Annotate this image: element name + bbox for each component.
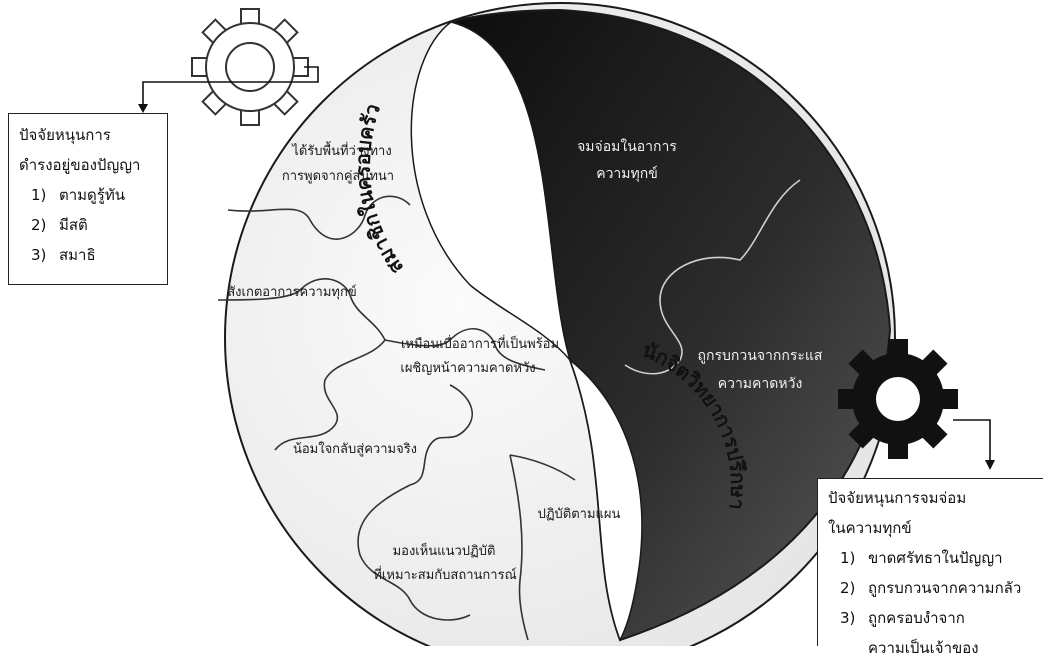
list-item: 1) ขาดศรัทธาในปัญญา — [840, 543, 1043, 573]
item-text: ขาดศรัทธาในปัญญา — [868, 549, 1003, 567]
item-text: ถูกครอบงำจาก — [868, 609, 965, 627]
item-number: 2) — [31, 216, 47, 234]
item-text: สมาธิ — [59, 246, 96, 264]
list-item: 3) สมาธิ — [31, 240, 167, 270]
list-item: 2) ถูกรบกวนจากความกลัว — [840, 573, 1043, 603]
list-item: 3) ถูกครอบงำจาก — [840, 603, 1043, 633]
left-box-title-line1: ปัจจัยหนุนการ — [19, 126, 111, 144]
dark-ribbon — [568, 357, 643, 642]
right-connector — [953, 419, 991, 462]
piece-label-1b: การพูดจากคู่สนทนา — [282, 169, 394, 184]
left-arrowhead — [138, 104, 148, 113]
piece-label-7a: จมจ่อมในอาการ — [577, 138, 677, 155]
right-factors-box: ปัจจัยหนุนการจมจ่อม ในความทุกข์ 1) ขาดศรั… — [817, 478, 1043, 657]
item-number: 3) — [840, 609, 856, 627]
item-number: 1) — [840, 549, 856, 567]
gear-icon-outline — [191, 8, 309, 126]
item-text: ถูกรบกวนจากความกลัว — [868, 579, 1022, 597]
piece-label-2: สังเกตอาการความทุกข์ — [227, 284, 357, 300]
list-item-continuation: ความเป็นเจ้าของ — [840, 633, 1043, 663]
dark-puzzle-seam — [624, 179, 801, 375]
piece-label-1a: ได้รับพื้นที่ว่างทาง — [291, 141, 391, 159]
gear-icon-filled — [838, 339, 958, 459]
light-ribbon — [410, 21, 571, 361]
right-factors-list: 1) ขาดศรัทธาในปัญญา 2) ถูกรบกวนจากความกลัว… — [818, 543, 1043, 663]
list-item: 1) ตามดูรู้ทัน — [31, 180, 167, 210]
left-factors-box: ปัจจัยหนุนการ ดำรงอยู่ของปัญญา 1) ตามดูรู… — [8, 113, 168, 285]
right-box-title-line1: ปัจจัยหนุนการจมจ่อม — [828, 489, 967, 507]
left-connector — [142, 66, 319, 106]
yin-yang-puzzle-diagram: สมาชิกในครอบครัว นักจิตวิทยาการปรึกษา ได… — [138, 2, 995, 646]
left-factors-list: 1) ตามดูรู้ทัน 2) มีสติ 3) สมาธิ — [9, 180, 167, 270]
light-puzzle-seams — [217, 195, 576, 641]
item-number: 1) — [31, 186, 47, 204]
piece-label-8b: ความคาดหวัง — [718, 376, 803, 392]
item-number: 2) — [840, 579, 856, 597]
piece-label-6a: มองเห็นแนวปฏิบัติ — [393, 541, 496, 559]
piece-label-6b: ที่เหมาะสมกับสถานการณ์ — [373, 566, 516, 583]
item-text: มีสติ — [59, 216, 88, 234]
piece-label-3b: เผชิญหน้าความคาดหวัง — [400, 361, 535, 376]
piece-label-5: ปฏิบัติตามแผน — [538, 507, 621, 522]
left-box-title-line2: ดำรงอยู่ของปัญญา — [19, 156, 141, 174]
piece-label-7b: ความทุกข์ — [596, 165, 658, 182]
right-box-title-line2: ในความทุกข์ — [828, 519, 912, 537]
item-number: 3) — [31, 246, 47, 264]
piece-label-4: น้อมใจกลับสู่ความจริง — [293, 441, 417, 457]
list-item: 2) มีสติ — [31, 210, 167, 240]
piece-label-8a: ถูกรบกวนจากกระแส — [698, 348, 823, 364]
piece-label-3a: เหมือนเบื่ออาการที่เป็นพร้อม — [401, 334, 559, 352]
right-arrowhead — [985, 460, 995, 470]
item-text: ตามดูรู้ทัน — [59, 186, 125, 204]
item-text: ความเป็นเจ้าของ — [868, 639, 979, 657]
